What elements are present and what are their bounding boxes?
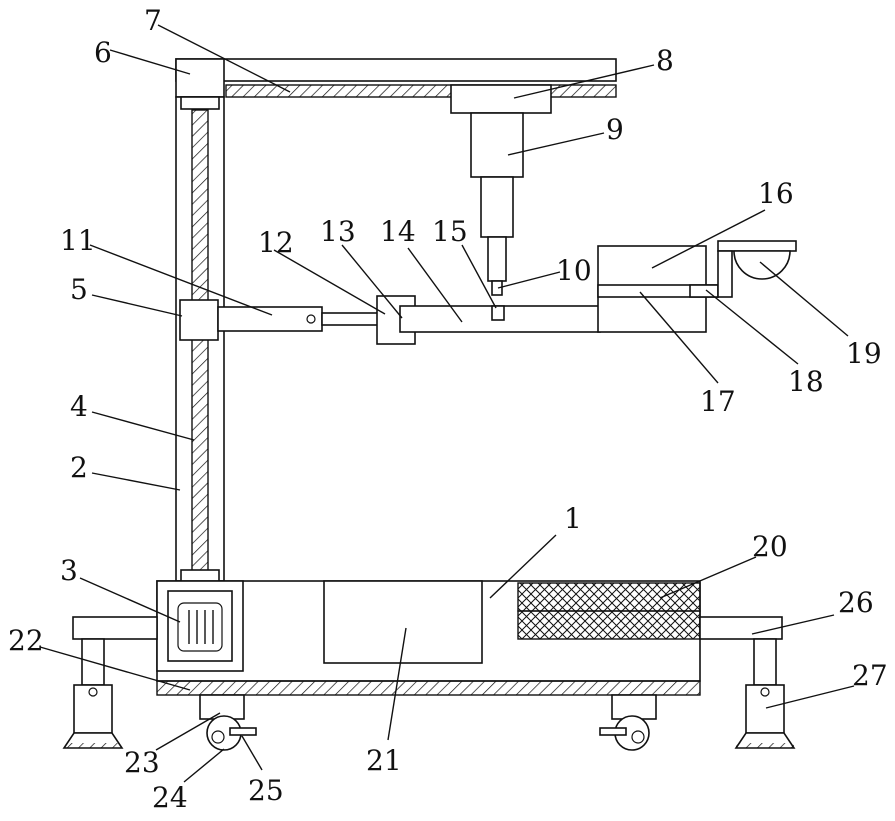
lamp-19 — [734, 251, 790, 279]
label-9: 9 — [606, 113, 624, 146]
label-21: 21 — [366, 744, 402, 777]
label-16: 16 — [758, 177, 794, 210]
label-24: 24 — [152, 781, 188, 814]
top-beam — [176, 59, 616, 81]
slider-block-8 — [451, 85, 551, 113]
rod-pin — [307, 315, 315, 323]
label-11: 11 — [60, 224, 96, 257]
left-support-arm — [73, 617, 157, 639]
left-brake-25 — [230, 728, 256, 735]
top-rail-hatched — [226, 85, 616, 97]
screw-top-bearing — [181, 97, 219, 109]
corner-block — [176, 59, 224, 97]
label-14: 14 — [380, 215, 416, 248]
filter-20-top — [518, 583, 700, 611]
label-26: 26 — [838, 586, 874, 619]
label-25: 25 — [248, 774, 284, 807]
lead-screw — [192, 110, 208, 572]
right-brake — [600, 728, 626, 735]
label-4: 4 — [70, 390, 88, 423]
right-foot-texture — [736, 743, 794, 748]
connecting-rod-12 — [322, 313, 378, 325]
label-22: 22 — [8, 624, 44, 657]
bracket-top — [718, 241, 796, 251]
label-18: 18 — [788, 365, 824, 398]
label-10: 10 — [556, 254, 592, 287]
left-wheel-hub — [212, 731, 224, 743]
right-leg-pin — [761, 688, 769, 696]
label-7: 7 — [144, 4, 162, 37]
groove-15 — [492, 306, 504, 320]
label-15: 15 — [432, 215, 468, 248]
spindle-motor-9 — [471, 113, 523, 177]
label-2: 2 — [70, 451, 88, 484]
right-support-arm-26 — [700, 617, 782, 639]
label-13: 13 — [320, 215, 356, 248]
bracket-post — [718, 251, 732, 297]
label-27: 27 — [852, 659, 888, 692]
left-foot-texture — [64, 743, 122, 748]
label-19: 19 — [846, 337, 882, 370]
spindle-shaft — [488, 237, 506, 281]
arm-rod-11 — [218, 307, 322, 331]
spindle-body — [481, 177, 513, 237]
label-1: 1 — [564, 502, 582, 535]
connector-18 — [690, 285, 718, 297]
label-20: 20 — [752, 530, 788, 563]
right-leg-upper — [754, 639, 776, 685]
label-17: 17 — [700, 385, 736, 418]
label-5: 5 — [70, 273, 88, 306]
label-6: 6 — [94, 36, 112, 69]
right-wheel-hub — [632, 731, 644, 743]
label-3: 3 — [60, 554, 78, 587]
left-leg-pin — [89, 688, 97, 696]
slider-nut-5 — [180, 300, 218, 340]
label-8: 8 — [656, 44, 674, 77]
base-plate-22 — [157, 681, 700, 695]
filter-20-bottom — [518, 611, 700, 639]
label-23: 23 — [124, 746, 160, 779]
motor-3 — [178, 603, 222, 651]
label-12: 12 — [258, 226, 294, 259]
